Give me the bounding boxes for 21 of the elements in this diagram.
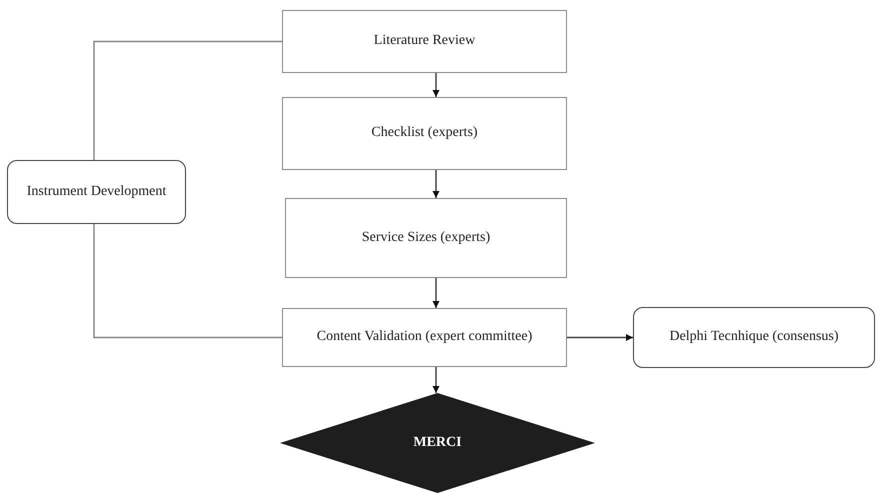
process-box xyxy=(285,198,567,278)
process-box xyxy=(282,10,567,73)
rounded-box xyxy=(633,307,875,368)
connector-line xyxy=(93,40,282,160)
arrow xyxy=(432,73,440,97)
node-label: MERCI xyxy=(413,434,462,452)
node-label: Checklist (experts) xyxy=(371,124,478,142)
node-label: Instrument Development xyxy=(26,182,166,201)
arrow xyxy=(432,367,440,393)
node-label: Service Sizes (experts) xyxy=(362,228,490,247)
arrow xyxy=(567,334,633,341)
connector-line xyxy=(93,224,282,338)
node-label: Delphi Tecnhique (consensus) xyxy=(669,328,839,346)
rounded-box xyxy=(7,160,186,224)
decision-diamond xyxy=(280,393,595,493)
node-label: Literature Review xyxy=(374,32,476,50)
arrow xyxy=(432,278,440,308)
node-label: Content Validation (expert committee) xyxy=(316,328,532,346)
process-box xyxy=(282,97,567,170)
arrow xyxy=(432,170,440,198)
process-box xyxy=(282,308,567,367)
